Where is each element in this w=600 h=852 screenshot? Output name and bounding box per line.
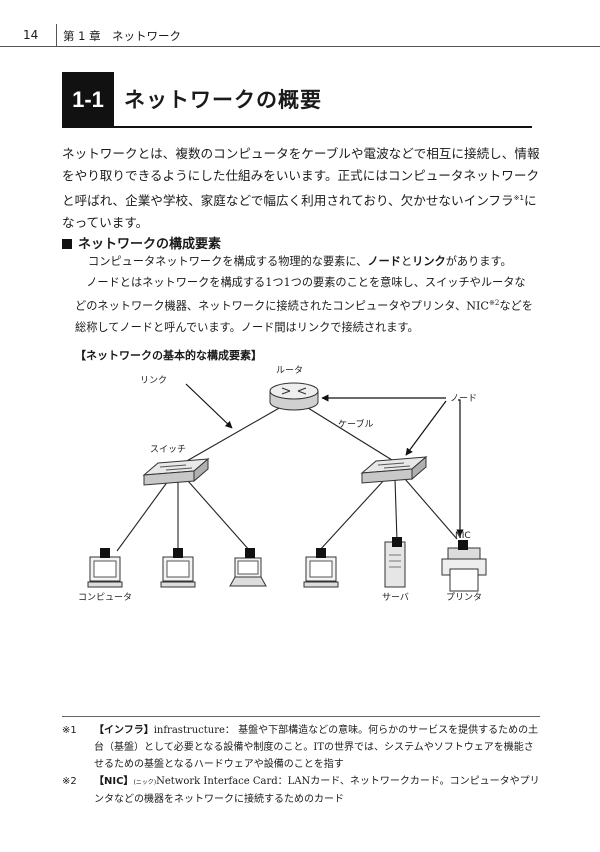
cable-switch-laptop	[187, 480, 251, 552]
network-diagram: ルータ リンク ノード ケーブル スイッチ NIC コンピュータ サーバ プリン…	[78, 365, 487, 603]
printer-icon	[441, 540, 487, 592]
footnote-term-1: 【インフラ】	[94, 725, 154, 736]
subsection-heading: ネットワークの構成要素	[62, 233, 221, 252]
link-label: リンク	[140, 375, 167, 386]
cables	[116, 402, 458, 552]
server-label: サーバ	[382, 592, 409, 603]
header-rule	[0, 46, 600, 47]
printer-label: プリンタ	[446, 592, 482, 603]
footnote-mark-2: ※2	[62, 776, 77, 787]
cable-label: ケーブル	[338, 418, 373, 430]
footnote-term-2: 【NIC】	[94, 776, 134, 787]
node-label: ノード	[450, 394, 477, 404]
computer-icon-2	[160, 548, 196, 588]
node-arrow-nic	[456, 399, 464, 537]
body-paragraph-2: ノードとはネットワークを構成する1つ1つの要素のことを意味し、スイッチやルータな…	[75, 272, 535, 338]
nic-label: NIC	[455, 531, 471, 541]
computer-icon-1	[87, 548, 123, 588]
para1-text-b: があります。	[445, 255, 512, 268]
chapter-title: ネットワーク	[112, 29, 181, 43]
para1-text-a: コンピュータネットワークを構成する物理的な要素に、	[88, 255, 368, 268]
page-header: 14 第 1 章 ネットワーク	[0, 0, 600, 60]
server-icon	[384, 537, 406, 588]
para2-text-a: ノードとはネットワークを構成する1つ1つの要素のことを意味し、スイッチやルータな…	[75, 276, 526, 313]
cable-switch-computer-3	[318, 478, 386, 552]
section-heading: 1-1 ネットワークの概要	[62, 72, 532, 128]
footnote-rule	[62, 716, 540, 717]
computer-icon-3	[303, 548, 339, 588]
chapter-number: 第 1 章	[63, 29, 101, 43]
intro-text-a: ネットワークとは、複数のコンピュータをケーブルや電波などで相互に接続し、情報をや…	[62, 146, 540, 209]
subsection-heading-text: ネットワークの構成要素	[78, 237, 222, 252]
intro-note-ref: ※1	[513, 194, 524, 202]
footnote-mark-1: ※1	[62, 725, 77, 736]
term-link: リンク	[412, 255, 446, 268]
para2-text-b: などを総称してノードと呼んでいます。ノード間はリンクで接続されます。	[75, 299, 533, 334]
footnote-ruby-2: (ニック)	[133, 779, 157, 786]
cable-router-switch-right	[299, 402, 393, 461]
heading-square-icon	[62, 239, 72, 249]
footnotes: ※1 【インフラ】infrastructure： 基盤や下部構造などの意味。何ら…	[62, 716, 540, 808]
switch-icon-right	[360, 455, 428, 484]
switch-label: スイッチ	[150, 444, 186, 455]
intro-text-b: になっています。	[62, 193, 537, 231]
section-number: 1-1	[62, 72, 114, 128]
computer-label: コンピュータ	[78, 592, 132, 603]
laptop-icon	[229, 548, 267, 587]
term-node: ノード	[367, 255, 401, 268]
switch-icon-left	[142, 457, 210, 486]
page-number: 14	[23, 28, 39, 42]
router-icon	[269, 382, 319, 411]
section-rule	[114, 126, 532, 128]
footnote-1: ※1 【インフラ】infrastructure： 基盤や下部構造などの意味。何ら…	[62, 722, 540, 773]
cable-switch-computer-1	[116, 480, 169, 552]
figure-caption: 【ネットワークの基本的な構成要素】	[75, 349, 262, 362]
para2-note-ref: ※2	[489, 299, 500, 307]
cable-switch-server	[394, 478, 398, 542]
intro-paragraph: ネットワークとは、複数のコンピュータをケーブルや電波などで相互に接続し、情報をや…	[62, 143, 540, 234]
footnote-text-2: Network Interface Card：LANカード、ネットワークカード。…	[94, 776, 540, 805]
body-paragraph-1: コンピュータネットワークを構成する物理的な要素に、ノードとリンクがあります。	[88, 251, 538, 272]
section-title: ネットワークの概要	[124, 88, 322, 112]
cable-switch-printer	[404, 478, 458, 540]
para1-conj: と	[400, 255, 413, 268]
header-divider	[56, 24, 57, 46]
link-arrow	[185, 383, 233, 429]
footnote-text-1: infrastructure： 基盤や下部構造などの意味。何らかのサービスを提供…	[94, 725, 539, 770]
router-label: ルータ	[276, 365, 303, 376]
node-arrow-switch	[405, 400, 447, 456]
cable-router-switch-left	[184, 402, 289, 463]
footnote-2: ※2 【NIC】(ニック)Network Interface Card：LANカ…	[62, 773, 540, 808]
